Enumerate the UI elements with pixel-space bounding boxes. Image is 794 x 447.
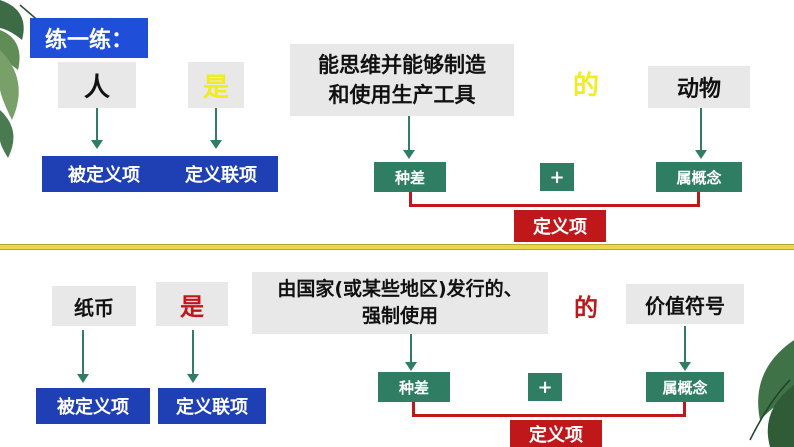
bottom-genus-label: 属概念 xyxy=(646,372,724,402)
bottom-copula-label: 定义联项 xyxy=(158,388,266,424)
bottom-term-label: 被定义项 xyxy=(36,388,150,424)
bottom-differentia-box: 由国家(或某些地区)发行的、 强制使用 xyxy=(252,272,548,334)
down-arrow-icon xyxy=(679,362,691,371)
bottom-plus: + xyxy=(528,373,562,401)
top-copula-box: 是 xyxy=(188,62,244,108)
top-copula-label: 定义联项 xyxy=(164,156,278,192)
bracket-line xyxy=(409,192,412,206)
section-divider xyxy=(0,244,794,250)
down-arrow-icon xyxy=(192,330,194,376)
bottom-definiens-label: 定义项 xyxy=(510,420,602,447)
bracket-line xyxy=(412,402,415,416)
top-term-label: 被定义项 xyxy=(42,156,166,192)
page-title: 练一练： xyxy=(30,18,148,58)
down-arrow-icon xyxy=(82,330,84,376)
top-definiens-label: 定义项 xyxy=(514,210,606,242)
bottom-particle: 的 xyxy=(574,294,598,322)
down-arrow-icon xyxy=(91,140,103,149)
down-arrow-icon xyxy=(410,334,412,364)
bottom-copula-box: 是 xyxy=(156,282,228,326)
bracket-line xyxy=(697,192,700,206)
top-differentia-box: 能思维并能够制造 和使用生产工具 xyxy=(290,44,514,116)
down-arrow-icon xyxy=(695,150,707,159)
top-plus: + xyxy=(540,163,574,191)
down-arrow-icon xyxy=(96,108,98,142)
down-arrow-icon xyxy=(405,362,417,371)
top-term-box: 人 xyxy=(58,62,136,108)
bottom-term-box: 纸币 xyxy=(52,286,136,326)
down-arrow-icon xyxy=(700,108,702,152)
down-arrow-icon xyxy=(684,326,686,364)
down-arrow-icon xyxy=(408,116,410,152)
down-arrow-icon xyxy=(77,374,89,383)
bottom-genus-box: 价值符号 xyxy=(626,284,744,324)
bracket-line xyxy=(683,402,686,416)
bracket-line xyxy=(409,204,700,207)
top-genus-label: 属概念 xyxy=(656,162,742,192)
down-arrow-icon xyxy=(210,140,222,149)
top-genus-box: 动物 xyxy=(648,66,750,108)
bottom-diff-label: 种差 xyxy=(378,372,450,402)
down-arrow-icon xyxy=(187,374,199,383)
leaf-decoration-icon xyxy=(749,340,794,447)
down-arrow-icon xyxy=(215,108,217,142)
leaf-decoration-icon xyxy=(0,50,19,158)
bracket-line xyxy=(412,414,686,417)
top-particle: 的 xyxy=(572,71,599,101)
down-arrow-icon xyxy=(403,150,415,159)
top-diff-label: 种差 xyxy=(374,162,446,192)
